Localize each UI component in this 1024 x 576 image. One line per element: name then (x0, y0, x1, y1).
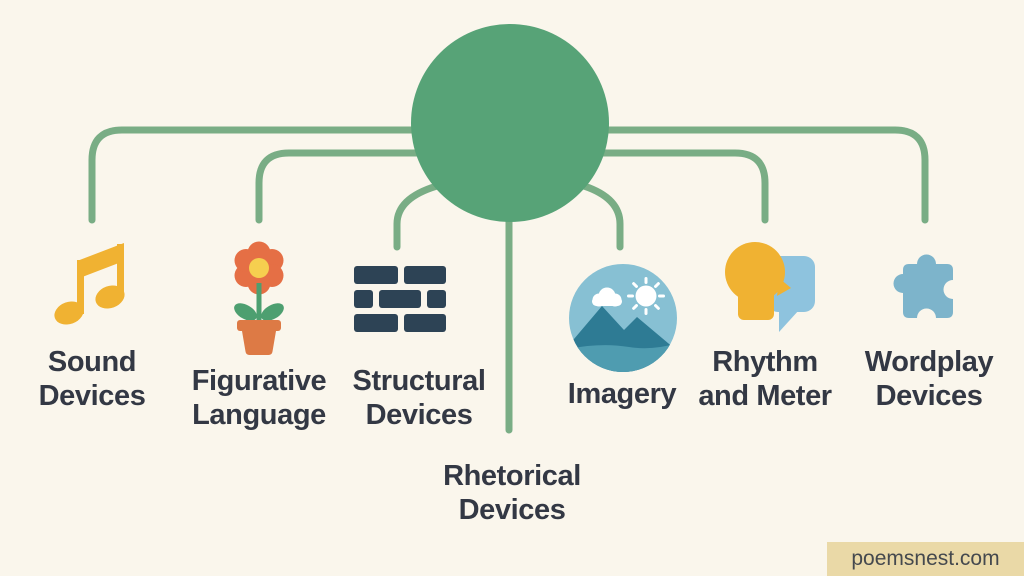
node-structural-devices (354, 266, 446, 332)
node-sound-devices (54, 236, 130, 328)
node-imagery (569, 264, 677, 372)
label-imagery: Imagery (567, 378, 677, 410)
label-rhetorical-devices: Rhetorical Devices (443, 460, 581, 526)
connector-imagery (580, 182, 624, 251)
label-structural-devices: Structural Devices (352, 365, 486, 431)
node-wordplay-devices (883, 240, 967, 326)
flower-pot-icon (234, 241, 284, 355)
label-sound-devices: Sound Devices (38, 346, 146, 412)
head-speech-bubble-icon (725, 242, 815, 332)
connector-wordplay-devices (556, 126, 929, 224)
label-rhythm-and-meter: Rhythm and Meter (698, 346, 832, 412)
label-wordplay-devices: Wordplay Devices (864, 346, 994, 412)
watermark-text: poemsnest.com (851, 547, 1000, 570)
puzzle-piece-icon (893, 254, 953, 318)
watermark: poemsnest.com (827, 542, 1024, 576)
central-node-circle (411, 24, 609, 222)
connector-structural-devices (393, 182, 441, 251)
node-rhythm-and-meter (721, 236, 817, 334)
connector-sound-devices (88, 126, 464, 224)
connector-figurative-language (255, 149, 464, 224)
music-note-icon (54, 243, 125, 325)
node-figurative-language (229, 238, 289, 356)
brick-wall-icon (354, 266, 446, 332)
label-figurative-language: Figurative Language (191, 365, 327, 431)
connector-rhythm-and-meter (556, 149, 769, 224)
landscape-icon (569, 264, 677, 372)
